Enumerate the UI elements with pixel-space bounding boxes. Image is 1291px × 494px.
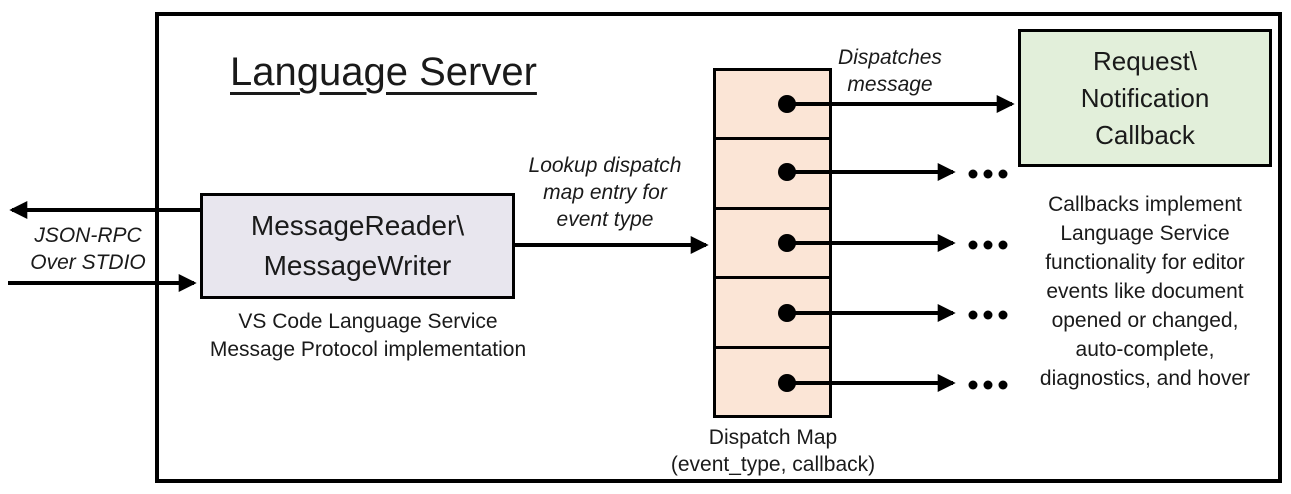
lookup-dispatch-label: Lookup dispatch map entry for event type: [515, 152, 695, 233]
message-box-caption: VS Code Language Service Message Protoco…: [180, 308, 556, 364]
callback-box-line2: Notification: [1080, 82, 1210, 113]
dispatch-map-caption: Dispatch Map (event_type, callback): [640, 424, 906, 478]
request-notification-callback-box: Request\ Notification Callback: [1018, 29, 1272, 167]
message-box-line1: MessageReader\: [250, 210, 465, 241]
callbacks-note-line2: Language Service: [1060, 222, 1230, 245]
dispatch-map-cell-4: [713, 276, 832, 349]
dispatch-map-cell-2: [713, 137, 832, 210]
dispatch-map: [713, 68, 832, 419]
lookup-label-line3: event type: [556, 208, 654, 231]
dispatch-map-caption-line2: (event_type, callback): [670, 453, 876, 476]
language-server-boundary-box: [155, 12, 1282, 483]
message-caption-line2: Message Protocol implementation: [209, 338, 527, 361]
jsonrpc-label-line2: Over STDIO: [30, 251, 146, 274]
callback-box-line1: Request\: [1092, 45, 1198, 76]
dispatch-map-cell-3: [713, 206, 832, 280]
message-caption-line1: VS Code Language Service: [238, 310, 498, 333]
callbacks-note-line7: diagnostics, and hover: [1039, 367, 1251, 390]
callbacks-note-line1: Callbacks implement: [1048, 193, 1242, 216]
dispatch-map-cell-1: [713, 68, 832, 141]
message-reader-writer-box: MessageReader\ MessageWriter: [200, 193, 515, 299]
lookup-label-line1: Lookup dispatch: [528, 154, 682, 177]
callbacks-note-line3: functionality for editor: [1045, 251, 1245, 274]
callbacks-description-note: Callbacks implement Language Service fun…: [1008, 190, 1282, 393]
message-box-line2: MessageWriter: [263, 250, 452, 281]
dispatches-label-line1: Dispatches: [838, 46, 942, 69]
callbacks-note-line6: auto-complete,: [1075, 338, 1215, 361]
callbacks-note-line5: opened or changed,: [1051, 309, 1239, 332]
callback-box-line3: Callback: [1095, 119, 1195, 150]
dispatch-map-cell-5: [713, 345, 832, 419]
callbacks-note-line4: events like document: [1046, 280, 1244, 303]
dispatches-label-line2: message: [847, 73, 933, 96]
dispatch-map-caption-line1: Dispatch Map: [708, 426, 838, 449]
jsonrpc-label-line1: JSON-RPC: [34, 224, 142, 247]
diagram-title: Language Server: [230, 50, 537, 94]
jsonrpc-stdio-label: JSON-RPC Over STDIO: [12, 222, 164, 276]
dispatches-message-label: Dispatches message: [810, 44, 970, 98]
lookup-label-line2: map entry for: [543, 181, 667, 204]
